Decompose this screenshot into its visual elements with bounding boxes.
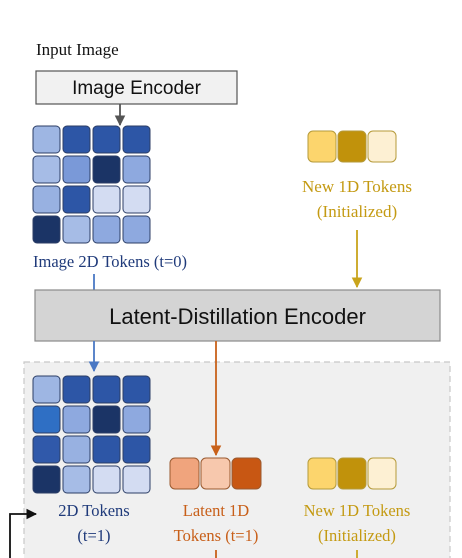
grid-token-cell xyxy=(32,435,61,464)
grid-token-cell xyxy=(62,465,91,494)
grid-token-cell xyxy=(92,465,121,494)
new-1d-tokens-bottom xyxy=(307,457,397,490)
token-block xyxy=(200,457,231,490)
grid-token-cell xyxy=(32,185,61,214)
grid-token-cell xyxy=(62,155,91,184)
grid-token-cell xyxy=(32,465,61,494)
latent-distillation-encoder-label: Latent-Distillation Encoder xyxy=(109,304,366,329)
latent-1d-label-line2: Tokens (t=1) xyxy=(174,526,259,545)
image-encoder-box xyxy=(35,70,238,105)
grid-token-cell xyxy=(122,375,151,404)
token-block xyxy=(307,457,337,490)
grid-token-cell xyxy=(92,215,121,244)
grid-token-cell xyxy=(122,405,151,434)
grid-token-cell xyxy=(122,465,151,494)
grid-token-cell xyxy=(32,125,61,154)
token-block xyxy=(367,130,397,163)
new-tokens-top-line1: New 1D Tokens xyxy=(302,177,412,196)
grid-token-cell xyxy=(62,375,91,404)
grid-token-cell xyxy=(62,435,91,464)
grid-token-cell xyxy=(122,185,151,214)
grid-token-cell xyxy=(92,375,121,404)
feedback-arrow xyxy=(9,508,38,558)
new-tokens-top-line2: (Initialized) xyxy=(317,202,397,221)
latent-1d-tokens xyxy=(169,457,262,490)
grid-token-cell xyxy=(92,125,121,154)
grid-token-cell xyxy=(122,125,151,154)
grid-token-cell xyxy=(122,215,151,244)
grid-token-cell xyxy=(92,155,121,184)
grid-token-cell xyxy=(62,125,91,154)
image-2d-tokens-label: Image 2D Tokens (t=0) xyxy=(33,252,187,271)
input-image-label: Input Image xyxy=(36,40,119,59)
grid-token-cell xyxy=(92,185,121,214)
grid-token-cell xyxy=(32,405,61,434)
grid-token-cell xyxy=(32,155,61,184)
token-block xyxy=(367,457,397,490)
token-block xyxy=(307,130,337,163)
token-block xyxy=(337,130,367,163)
grid-token-cell xyxy=(32,375,61,404)
latent-1d-label-line1: Latent 1D xyxy=(183,501,250,520)
image-encoder-label: Image Encoder xyxy=(72,78,202,99)
grid-token-cell xyxy=(122,155,151,184)
grid-token-cell xyxy=(62,185,91,214)
2d-tokens-label-line2: (t=1) xyxy=(77,526,110,545)
new-tokens-bottom-line1: New 1D Tokens xyxy=(304,501,411,520)
token-block xyxy=(231,457,262,490)
token-block xyxy=(169,457,200,490)
new-tokens-bottom-line2: (Initialized) xyxy=(318,526,396,545)
latent-distillation-encoder-box xyxy=(34,289,441,342)
token-block xyxy=(337,457,367,490)
2d-tokens-label-line1: 2D Tokens xyxy=(58,501,129,520)
image-2d-token-grid xyxy=(32,125,151,244)
grid-token-cell xyxy=(122,435,151,464)
new-1d-tokens-top xyxy=(307,130,397,163)
grid-token-cell xyxy=(92,405,121,434)
grid-token-cell xyxy=(92,435,121,464)
grid-token-cell xyxy=(62,405,91,434)
grid-token-cell xyxy=(62,215,91,244)
grid-token-cell xyxy=(32,215,61,244)
2d-token-grid-t1 xyxy=(32,375,151,494)
